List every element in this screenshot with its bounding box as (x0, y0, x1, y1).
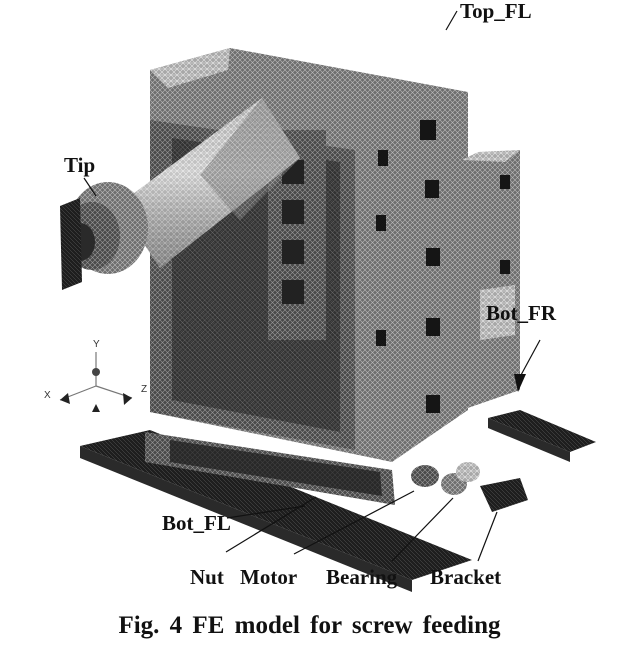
base (145, 432, 395, 505)
label-bearing: Bearing (326, 565, 398, 589)
label-bracket: Bracket (430, 565, 501, 589)
side-plate (462, 150, 520, 410)
spindle-assembly (60, 98, 300, 290)
figure-caption: Fig. 4 FE model for screw feeding (118, 612, 501, 639)
label-bot-fr: Bot_FR (486, 301, 557, 325)
label-nut: Nut (190, 565, 224, 589)
drive-components (411, 462, 528, 512)
axis-label-z: Z (141, 384, 147, 395)
label-tip: Tip (64, 153, 95, 177)
leader-lines (83, 10, 541, 562)
arrowhead-bot-fr (514, 374, 526, 392)
axis-triad: X Y Z (44, 339, 147, 412)
label-bot-fl: Bot_FL (162, 511, 231, 535)
axis-label-x: X (44, 390, 51, 401)
axis-label-y: Y (93, 339, 100, 350)
label-top-fl: Top_FL (460, 0, 532, 23)
label-motor: Motor (240, 565, 297, 589)
